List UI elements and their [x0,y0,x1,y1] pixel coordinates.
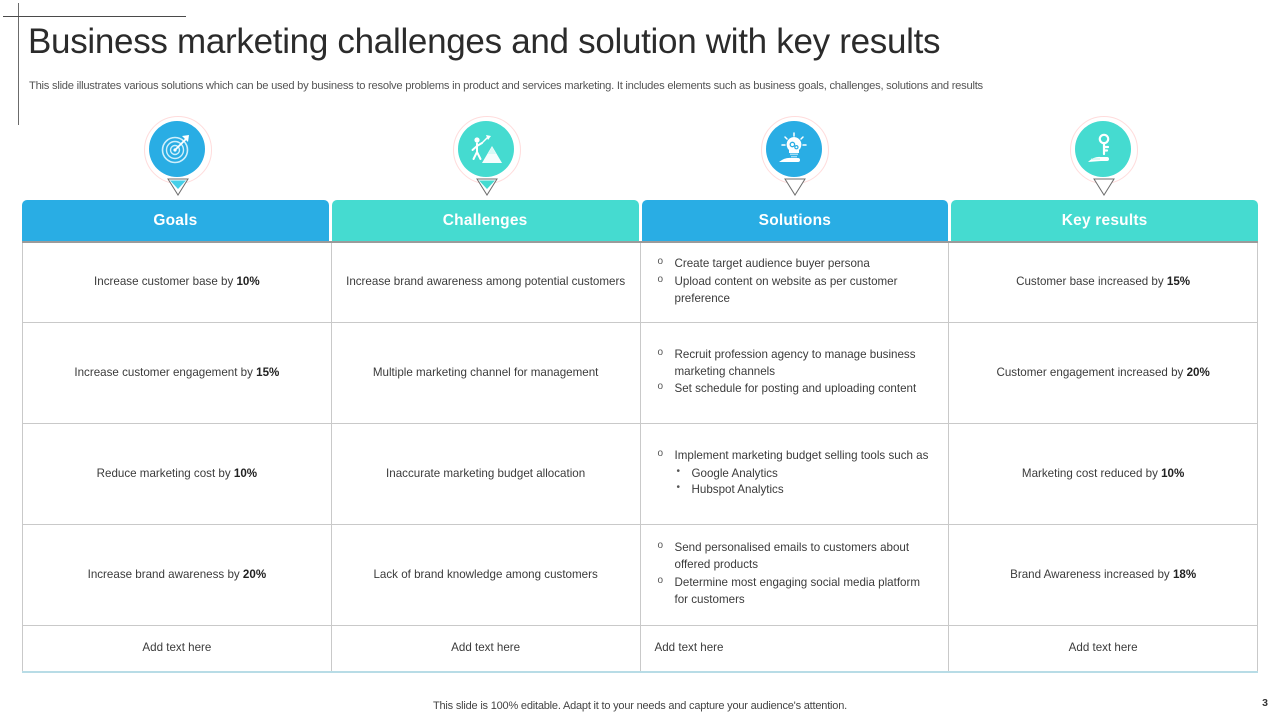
cell-challenge[interactable]: Lack of brand knowledge among customers [332,525,641,625]
sub-list-item: Hubspot Analytics [675,481,935,499]
solutions-list: Create target audience buyer persona Upl… [655,255,935,308]
cell-goal[interactable]: Increase brand awareness by 20% [22,525,332,625]
list-item-label: Implement marketing budget selling tools… [674,448,929,462]
cell-solutions[interactable]: Recruit profession agency to manage busi… [641,323,950,423]
result-metric: 15% [1166,275,1191,289]
column-header-key-results[interactable]: Key results [951,200,1258,241]
goal-metric: 15% [256,365,280,379]
table-row: Increase customer engagement by 15% Mult… [22,323,1258,424]
solutions-sublist: Google Analytics Hubspot Analytics [675,465,935,500]
chevron-down-icon-goals [167,178,189,196]
result-metric: 18% [1172,567,1197,581]
decorative-vertical-line [18,3,19,125]
table-row: Reduce marketing cost by 10% Inaccurate … [22,424,1258,525]
result-text: Brand Awareness increased by [1010,567,1173,581]
cell-challenge[interactable]: Multiple marketing channel for managemen… [332,323,641,423]
page-subtitle: This slide illustrates various solutions… [29,80,983,92]
table-row: Increase customer base by 10% Increase b… [22,243,1258,323]
decorative-horizontal-line [3,16,186,17]
solutions-list: Implement marketing budget selling tools… [655,447,935,500]
target-arrow-icon [144,116,212,184]
cell-challenge-placeholder[interactable]: Add text here [332,626,641,671]
comparison-table: Goals Challenges Solutions Key results I… [22,200,1258,673]
table-row: Increase brand awareness by 20% Lack of … [22,525,1258,626]
cell-key-result[interactable]: Brand Awareness increased by 18% [949,525,1258,625]
column-header-solutions[interactable]: Solutions [641,200,949,241]
column-header-challenges[interactable]: Challenges [331,200,639,241]
goal-metric: 10% [236,275,260,289]
cell-key-result[interactable]: Customer engagement increased by 20% [949,323,1258,423]
goal-metric: 20% [242,567,267,581]
list-item: Recruit profession agency to manage busi… [655,346,935,381]
cell-solutions[interactable]: Send personalised emails to customers ab… [641,525,950,625]
cell-key-result[interactable]: Marketing cost reduced by 10% [949,424,1258,524]
goal-text: Reduce marketing cost by [96,466,234,480]
hand-key-icon [1070,116,1138,184]
mountain-climber-icon [453,116,521,184]
solutions-list: Recruit profession agency to manage busi… [655,346,935,399]
chevron-down-icon-key-results [1093,178,1115,196]
sub-list-item: Google Analytics [675,465,935,483]
cell-goal[interactable]: Increase customer base by 10% [22,243,332,322]
cell-goal[interactable]: Reduce marketing cost by 10% [22,424,332,524]
table-header-row: Goals Challenges Solutions Key results [22,200,1258,241]
cell-challenge[interactable]: Increase brand awareness among potential… [332,243,641,322]
cell-solutions[interactable]: Create target audience buyer persona Upl… [641,243,950,322]
list-item: Upload content on website as per custome… [655,273,935,308]
column-header-goals[interactable]: Goals [22,200,329,241]
cell-solutions-placeholder[interactable]: Add text here [641,626,950,671]
list-item: Implement marketing budget selling tools… [655,447,935,500]
goal-text: Increase customer engagement by [74,365,257,379]
table-row-placeholder: Add text here Add text here Add text her… [22,626,1258,673]
list-item: Create target audience buyer persona [655,255,935,273]
page-title: Business marketing challenges and soluti… [28,22,941,61]
cell-solutions[interactable]: Implement marketing budget selling tools… [641,424,950,524]
footer-note: This slide is 100% editable. Adapt it to… [433,700,847,712]
result-text: Customer base increased by [1016,275,1167,289]
hand-lightbulb-idea-icon [761,116,829,184]
goal-metric: 10% [233,466,258,480]
result-text: Customer engagement increased by [996,365,1187,379]
cell-key-result[interactable]: Customer base increased by 15% [949,243,1258,322]
list-item: Set schedule for posting and uploading c… [655,380,935,398]
cell-challenge[interactable]: Inaccurate marketing budget allocation [332,424,641,524]
solutions-list: Send personalised emails to customers ab… [655,539,935,609]
table-body: Increase customer base by 10% Increase b… [22,241,1258,673]
list-item: Send personalised emails to customers ab… [655,539,935,574]
cell-goal-placeholder[interactable]: Add text here [22,626,332,671]
list-item: Determine most engaging social media pla… [655,574,935,609]
chevron-down-icon-solutions [784,178,806,196]
chevron-down-icon-challenges [476,178,498,196]
result-metric: 10% [1161,466,1185,480]
goal-text: Increase customer base by [94,275,237,289]
cell-goal[interactable]: Increase customer engagement by 15% [22,323,332,423]
page-number: 3 [1262,697,1268,709]
goal-text: Increase brand awareness by [87,567,243,581]
result-metric: 20% [1186,365,1210,379]
result-text: Marketing cost reduced by [1021,466,1162,480]
cell-key-result-placeholder[interactable]: Add text here [949,626,1258,671]
